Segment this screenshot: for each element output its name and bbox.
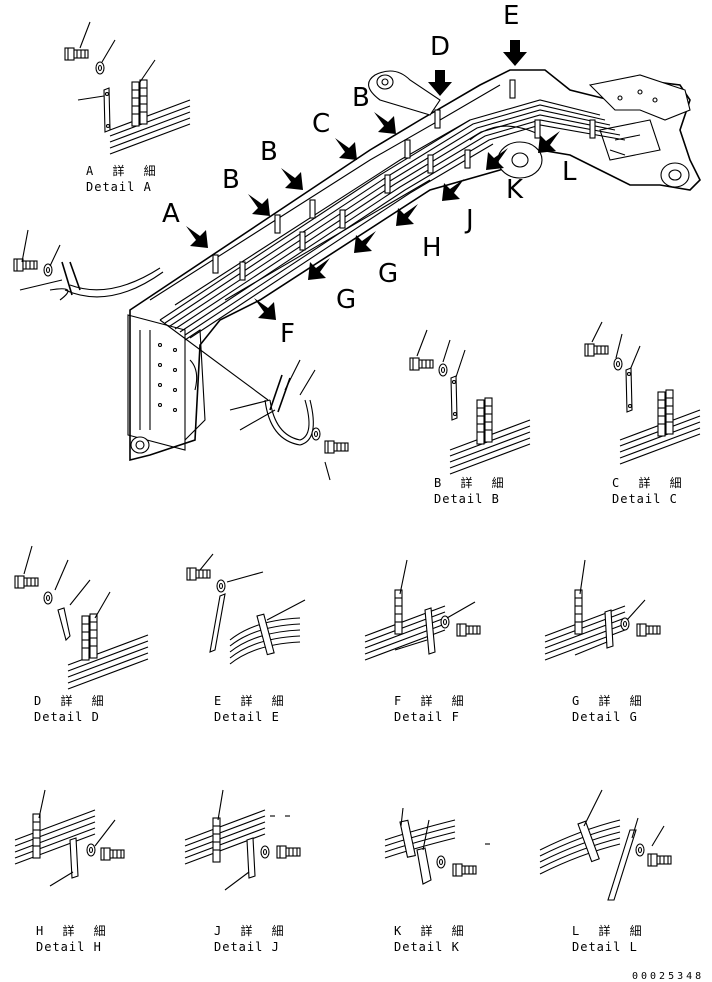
svg-text:Detail J: Detail J	[214, 940, 280, 954]
caption-detail-C: C 詳 細 Detail C	[612, 475, 688, 506]
svg-text:K 詳 細: K 詳 細	[394, 923, 470, 938]
caption-detail-B: B 詳 細 Detail B	[434, 475, 510, 506]
svg-text:J 詳 細: J 詳 細	[214, 923, 290, 938]
detail-D-drawing	[14, 545, 149, 690]
svg-text:Detail B: Detail B	[434, 492, 500, 506]
detail-F-drawing	[364, 559, 481, 661]
caption-detail-J: J 詳 細 Detail J	[214, 923, 290, 954]
boom-assembly	[49, 69, 701, 462]
callout-L: L	[562, 157, 577, 187]
svg-text:Detail F: Detail F	[394, 710, 460, 724]
svg-text:D 詳 細: D 詳 細	[34, 693, 110, 708]
loose-parts-left	[13, 229, 81, 296]
callout-B1: B	[222, 165, 240, 195]
detail-C-drawing	[584, 321, 701, 465]
callout-C: C	[312, 109, 330, 139]
caption-detail-E: E 詳 細 Detail E	[214, 693, 290, 724]
caption-detail-K: K 詳 細 Detail K	[394, 923, 470, 954]
detail-A-drawing	[64, 21, 191, 155]
svg-text:Detail H: Detail H	[36, 940, 102, 954]
svg-text:Detail K: Detail K	[394, 940, 460, 954]
svg-text:H 詳 細: H 詳 細	[36, 923, 112, 938]
callout-A: A	[162, 199, 180, 229]
callout-G2: G	[378, 259, 398, 289]
callout-G1: G	[336, 285, 356, 315]
svg-text:G 詳 細: G 詳 細	[572, 693, 648, 708]
svg-text:F 詳 細: F 詳 細	[394, 693, 470, 708]
detail-H-drawing	[14, 789, 125, 887]
callout-K: K	[506, 175, 524, 205]
detail-K-drawing	[384, 807, 490, 885]
callout-E: E	[503, 1, 519, 31]
detail-L-drawing	[539, 789, 672, 901]
caption-detail-A: A 詳 細 Detail A	[86, 163, 162, 194]
detail-J-drawing	[184, 789, 301, 891]
svg-text:C 詳 細: C 詳 細	[612, 475, 688, 490]
detail-B-drawing	[409, 329, 531, 475]
svg-text:E 詳 細: E 詳 細	[214, 693, 290, 708]
detail-captions: A 詳 細 Detail A B 詳 細 Detail B C 詳 細 Deta…	[34, 163, 688, 954]
detail-E-drawing	[186, 553, 306, 665]
loose-parts-right	[229, 359, 349, 481]
callout-D: D	[430, 32, 450, 62]
svg-text:B 詳 細: B 詳 細	[434, 475, 510, 490]
caption-detail-D: D 詳 細 Detail D	[34, 693, 110, 724]
caption-detail-F: F 詳 細 Detail F	[394, 693, 470, 724]
caption-detail-G: G 詳 細 Detail G	[572, 693, 648, 724]
svg-text:L 詳 細: L 詳 細	[572, 923, 648, 938]
svg-text:Detail A: Detail A	[86, 180, 152, 194]
svg-text:Detail C: Detail C	[612, 492, 678, 506]
callout-B3: B	[352, 83, 370, 113]
svg-text:Detail D: Detail D	[34, 710, 100, 724]
svg-text:A 詳 細: A 詳 細	[86, 163, 162, 178]
drawing-number: 00025348	[632, 971, 704, 982]
callout-H: H	[422, 233, 442, 263]
main-callout-labels: A B B C B D E F G G H J K L	[162, 1, 577, 349]
callout-F: F	[280, 319, 295, 349]
svg-text:Detail G: Detail G	[572, 710, 638, 724]
callout-J: J	[464, 205, 474, 235]
caption-detail-L: L 詳 細 Detail L	[572, 923, 648, 954]
callout-B2: B	[260, 137, 278, 167]
detail-G-drawing	[544, 559, 661, 661]
svg-text:Detail E: Detail E	[214, 710, 280, 724]
caption-detail-H: H 詳 細 Detail H	[36, 923, 112, 954]
svg-text:Detail L: Detail L	[572, 940, 638, 954]
